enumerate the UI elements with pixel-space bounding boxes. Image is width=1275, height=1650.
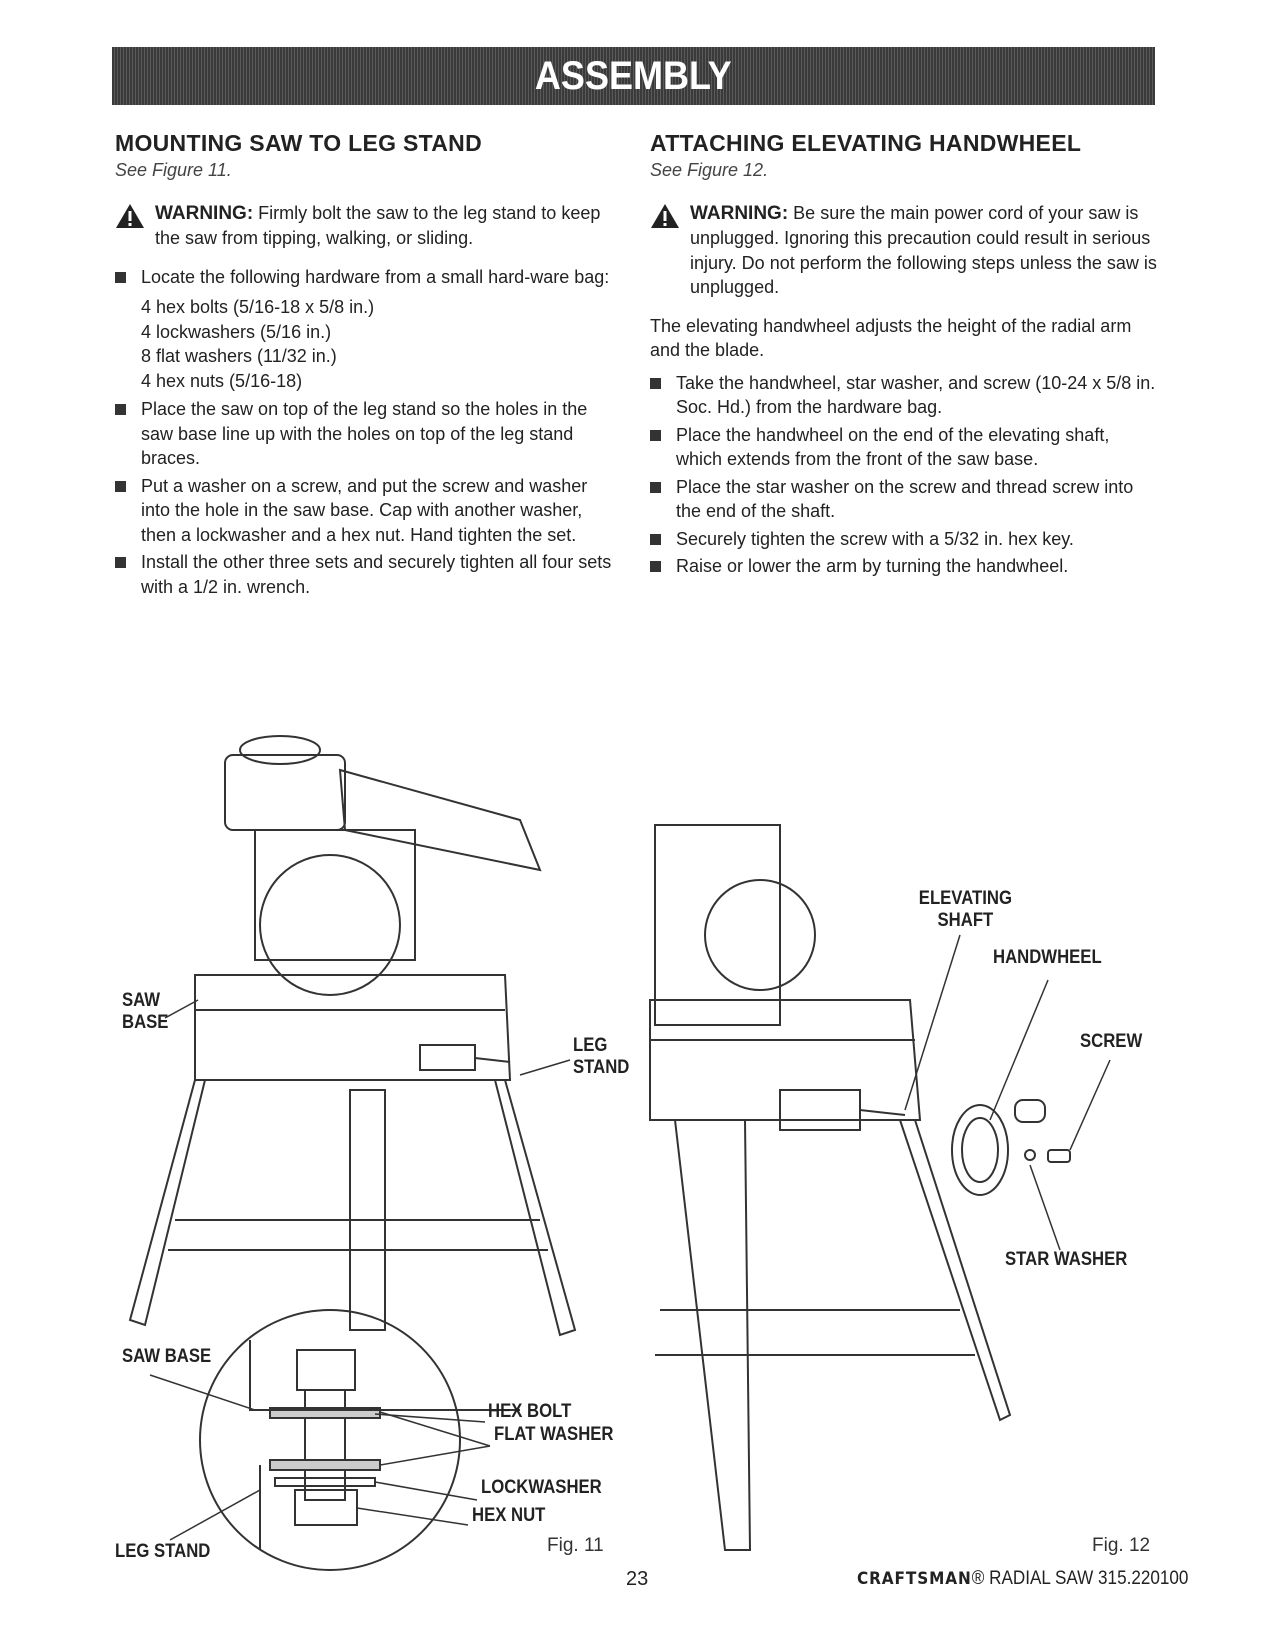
label-flat-washer: FLAT WASHER — [494, 1424, 614, 1445]
warning-label: WARNING: — [690, 202, 789, 224]
right-see-figure: See Figure 12. — [650, 160, 769, 180]
fig11-leader-lines — [149, 999, 571, 1541]
fig11-bolt-detail — [199, 1309, 520, 1571]
label-elevating-shaft: ELEVATING SHAFT — [918, 888, 1012, 931]
warning-icon — [651, 203, 679, 228]
label-lockwasher: LOCKWASHER — [481, 1477, 602, 1498]
left-warning: WARNING: Firmly bolt the saw to the leg … — [115, 201, 615, 251]
craftsman-logo: CRAFTSMAN — [857, 1569, 972, 1589]
right-column: ATTACHING ELEVATING HANDWHEEL See Figure… — [650, 128, 1160, 582]
section-title: ASSEMBLY — [535, 53, 732, 98]
hardware-list: 4 hex bolts (5/16-18 x 5/8 in.)4 lockwas… — [141, 297, 375, 391]
list-item: Install the other three sets and securel… — [115, 550, 615, 599]
intro-text: The elevating handwheel adjusts the heig… — [650, 315, 1132, 361]
fig12-saw-illustration — [649, 824, 1071, 1551]
warning-label: WARNING: — [155, 202, 254, 224]
list-item: Securely tighten the screw with a 5/32 i… — [650, 527, 1160, 552]
label-leg-stand: LEG STAND — [573, 1035, 630, 1078]
footer-brand: CRAFTSMAN® RADIAL SAW 315.220100 — [857, 1568, 1189, 1589]
page-number: 23 — [626, 1568, 649, 1590]
right-warning: WARNING: Be sure the main power cord of … — [650, 201, 1160, 300]
list-item: Locate the following hardware from a sma… — [115, 265, 615, 394]
fig11-caption: Fig. 11 — [547, 1535, 604, 1556]
list-item: Take the handwheel, star washer, and scr… — [650, 371, 1160, 420]
fig12-leader-lines — [904, 934, 1111, 1251]
label-hex-nut: HEX NUT — [472, 1505, 546, 1526]
label-detail-saw-base: SAW BASE — [122, 1346, 212, 1367]
list-item: Place the saw on top of the leg stand so… — [115, 397, 615, 471]
list-item: Put a washer on a screw, and put the scr… — [115, 474, 615, 548]
fig11-saw-illustration — [128, 735, 577, 1337]
warning-text: Firmly bolt the saw to the leg stand to … — [155, 202, 601, 249]
list-item: Place the star washer on the screw and t… — [650, 475, 1160, 524]
model-text: RADIAL SAW 315.220100 — [989, 1568, 1189, 1589]
warning-icon — [116, 203, 144, 228]
label-star-washer: STAR WASHER — [1005, 1249, 1128, 1270]
label-screw: SCREW — [1080, 1031, 1143, 1052]
left-heading: MOUNTING SAW TO LEG STAND — [115, 130, 482, 156]
label-hex-bolt: HEX BOLT — [488, 1401, 572, 1422]
left-see-figure: See Figure 11. — [115, 160, 232, 180]
fig12-caption: Fig. 12 — [1092, 1535, 1151, 1556]
section-banner: ASSEMBLY — [112, 47, 1155, 105]
list-item: Raise or lower the arm by turning the ha… — [650, 554, 1160, 579]
warning-text: Be sure the main power cord of your saw … — [690, 202, 1157, 298]
left-column: MOUNTING SAW TO LEG STAND See Figure 11.… — [115, 128, 615, 602]
label-detail-leg-stand: LEG STAND — [115, 1541, 211, 1562]
label-handwheel: HANDWHEEL — [993, 947, 1102, 968]
right-heading: ATTACHING ELEVATING HANDWHEEL — [650, 130, 1082, 156]
label-saw-base: SAW BASE — [122, 990, 169, 1033]
list-item: Place the handwheel on the end of the el… — [650, 423, 1160, 472]
